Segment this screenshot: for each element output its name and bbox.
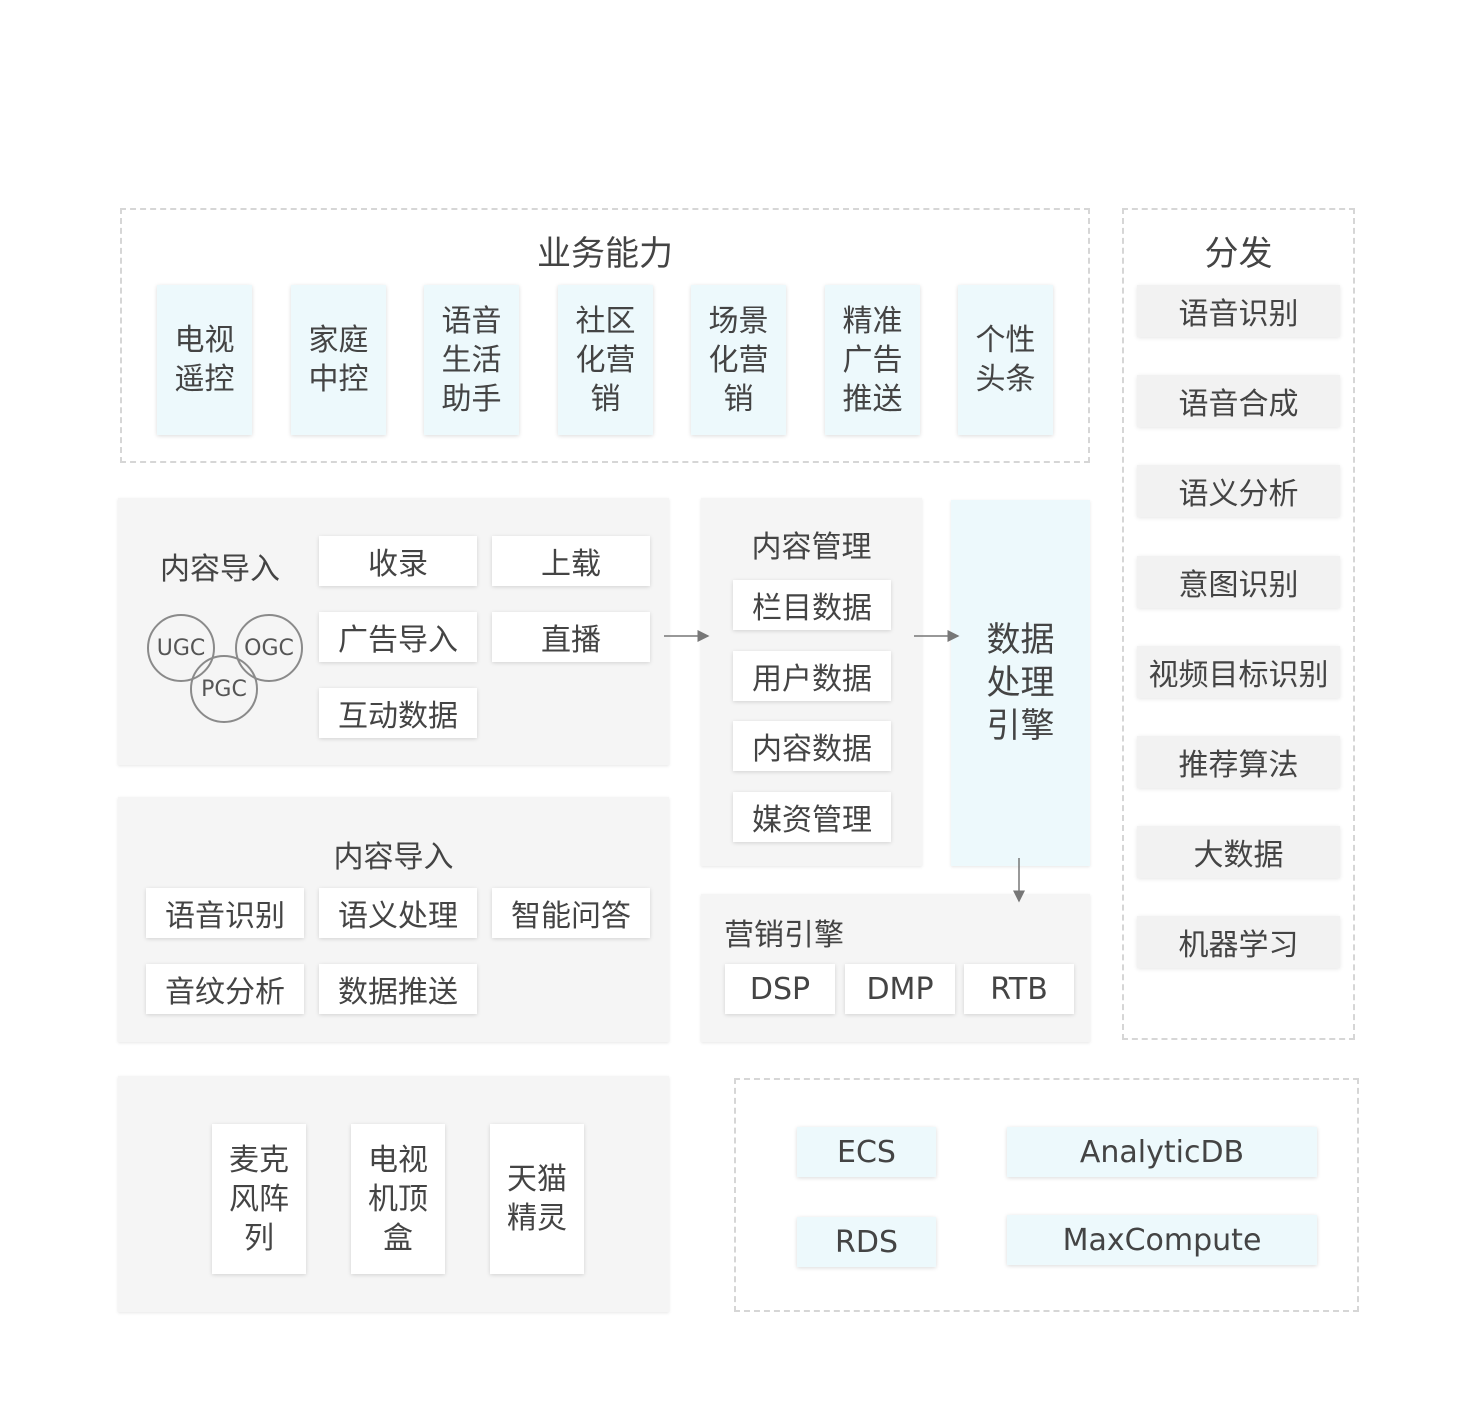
circle-ogc: OGC	[235, 614, 303, 682]
import-item-live: 直播	[492, 612, 650, 662]
distribution-item-machine-learning: 机器学习	[1137, 916, 1340, 968]
marketing-item-rtb: RTB	[964, 964, 1074, 1014]
business-item-voice-assistant: 语音 生活 助手	[424, 285, 519, 435]
business-capability-group	[120, 208, 1090, 463]
cm-item-media-management: 媒资管理	[733, 792, 891, 842]
cloud-item-analyticdb: AnalyticDB	[1007, 1127, 1317, 1177]
import2-item-data-push: 数据推送	[319, 964, 477, 1014]
distribution-item-video-object-recognition: 视频目标识别	[1137, 646, 1340, 698]
distribution-item-speech-synthesis: 语音合成	[1137, 375, 1340, 427]
distribution-item-recommendation: 推荐算法	[1137, 736, 1340, 788]
import2-item-speech-recognition: 语音识别	[146, 888, 304, 938]
circle-pgc: PGC	[190, 655, 258, 723]
data-processing-engine: 数据 处理 引擎	[951, 500, 1090, 866]
cloud-resources-group	[734, 1078, 1359, 1312]
import-item-ad-import: 广告导入	[319, 612, 477, 662]
distribution-group	[1122, 208, 1355, 1040]
circle-ugc: UGC	[147, 614, 215, 682]
marketing-item-dsp: DSP	[725, 964, 835, 1014]
distribution-item-big-data: 大数据	[1137, 826, 1340, 878]
marketing-engine-title: 营销引擎	[724, 918, 844, 953]
distribution-item-semantic-analysis: 语义分析	[1137, 465, 1340, 517]
business-capability-title: 业务能力	[537, 234, 673, 274]
import2-item-qa: 智能问答	[492, 888, 650, 938]
distribution-item-speech-recognition: 语音识别	[1137, 285, 1340, 337]
business-item-personal-headlines: 个性 头条	[958, 285, 1053, 435]
cloud-item-rds: RDS	[797, 1217, 936, 1267]
cloud-item-maxcompute: MaxCompute	[1007, 1215, 1317, 1265]
business-item-home-control: 家庭 中控	[291, 285, 386, 435]
marketing-item-dmp: DMP	[845, 964, 955, 1014]
device-mic-array: 麦克 风阵 列	[212, 1124, 306, 1274]
cloud-item-ecs: ECS	[797, 1127, 936, 1177]
import-item-upload: 上载	[492, 536, 650, 586]
business-item-precise-ads: 精准 广告 推送	[825, 285, 920, 435]
content-management-title: 内容管理	[751, 530, 872, 565]
content-import-title: 内容导入	[160, 552, 280, 587]
import2-item-voiceprint: 音纹分析	[146, 964, 304, 1014]
content-import-2-title: 内容导入	[333, 840, 454, 875]
cm-item-content-data: 内容数据	[733, 721, 891, 771]
import-item-record: 收录	[319, 536, 477, 586]
distribution-item-intent-recognition: 意图识别	[1137, 556, 1340, 608]
device-tv-box: 电视 机顶 盒	[351, 1124, 445, 1274]
import2-item-semantic-processing: 语义处理	[319, 888, 477, 938]
business-item-scene-marketing: 场景 化营 销	[691, 285, 786, 435]
cm-item-user-data: 用户数据	[733, 651, 891, 701]
import-item-interaction-data: 互动数据	[319, 688, 477, 738]
device-tmall-genie: 天猫 精灵	[490, 1124, 584, 1274]
distribution-title: 分发	[1204, 234, 1273, 274]
business-item-community-marketing: 社区 化营 销	[558, 285, 653, 435]
cm-item-column-data: 栏目数据	[733, 580, 891, 630]
business-item-tv-remote: 电视 遥控	[157, 285, 252, 435]
